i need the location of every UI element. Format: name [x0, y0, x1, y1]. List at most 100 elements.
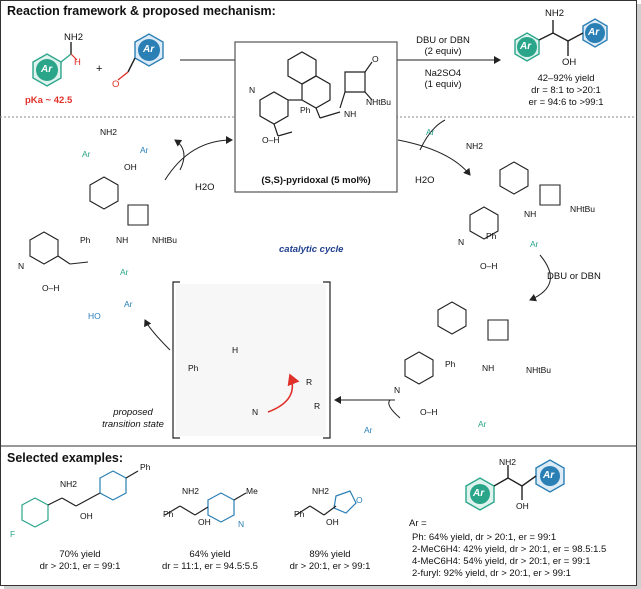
released-nh2: NH2: [100, 127, 118, 137]
imine-nhtbu: NHtBu: [570, 204, 596, 214]
conditions-additive: Na2SO4: [424, 68, 462, 79]
product-nh2: NH2: [545, 8, 565, 19]
entry-nh2: NH2: [466, 141, 484, 151]
ts-r2: R: [314, 401, 321, 411]
ex3-nh2: NH2: [312, 486, 330, 496]
water-right: H2O: [415, 175, 435, 186]
water-left: H2O: [195, 182, 215, 193]
result-dr: dr = 8:1 to >20:1: [531, 85, 601, 96]
plus-sign: +: [96, 63, 103, 75]
ar-row-1: Ph: 64% yield, dr > 20:1, er = 99:1: [412, 532, 557, 543]
transition-state-bracket: [172, 281, 331, 439]
o-label: O: [112, 79, 120, 90]
ex1-yield: 70% yield: [59, 549, 101, 560]
ex2-yield: 64% yield: [189, 549, 231, 560]
catalyst-ph: Ph: [300, 105, 311, 115]
ar-row-2: 2-MeC6H4: 42% yield, dr > 20:1, er = 98.…: [412, 544, 607, 555]
example-2-structure: [164, 492, 247, 523]
anion-ar: Ar: [478, 419, 487, 429]
aldehyde-ar: Ar: [364, 425, 373, 435]
ts-label-line2: transition state: [102, 419, 164, 430]
cycle-arrow-4: [144, 319, 171, 351]
base-label: DBU or DBN: [547, 271, 601, 282]
imine-ph: Ph: [486, 231, 497, 241]
imine-nh: NH: [524, 209, 537, 219]
example-3-structure: [295, 490, 357, 516]
anion-nhtbu: NHtBu: [526, 365, 552, 375]
release-arrow: [174, 139, 185, 171]
ex2-selectivity: dr = 11:1, er = 94.5:5.5: [162, 561, 258, 572]
cycle-arrow-2: [529, 254, 551, 302]
ts-h: H: [232, 345, 239, 355]
ar-label-teal: Ar: [41, 64, 53, 75]
h-label: H: [74, 57, 81, 68]
general-nh2: NH2: [499, 457, 517, 467]
ex1-f: F: [10, 529, 16, 539]
ex2-nh2: NH2: [182, 486, 200, 496]
pka-label: pKa ~ 42.5: [25, 95, 73, 106]
ar-label-blue: Ar: [143, 44, 155, 55]
ar-equals: Ar =: [409, 518, 427, 529]
cycle-arrow-1: [397, 139, 471, 176]
ex2-n: N: [238, 519, 245, 529]
cycle-arrow-5: [164, 136, 233, 181]
anion-nh: NH: [482, 363, 495, 373]
imine-oh-h: O–H: [480, 261, 498, 271]
ex2-oh: OH: [198, 517, 211, 527]
left-n: N: [18, 261, 25, 271]
entry-ar: Ar: [426, 127, 435, 137]
ar-row-4: 2-furyl: 92% yield, dr > 20:1, er > 99:1: [412, 568, 571, 579]
catalyst-name: (S,S)-pyridoxal (5 mol%): [261, 175, 371, 186]
released-ar-1: Ar: [82, 149, 91, 159]
ts-r1: R: [306, 377, 313, 387]
catalyst-oh: O–H: [262, 135, 280, 145]
conditions-base-equiv: (2 equiv): [424, 46, 462, 57]
left-nhtbu: NHtBu: [152, 235, 178, 245]
example-1-structure: [21, 470, 139, 528]
anion-ph: Ph: [445, 359, 456, 369]
left-ar-1: Ar: [120, 267, 129, 277]
product-ar-teal: Ar: [520, 41, 532, 52]
left-nh: NH: [116, 235, 129, 245]
catalytic-cycle-label: catalytic cycle: [279, 244, 344, 255]
left-intermediate-structure: [29, 176, 149, 265]
ex1-oh: OH: [80, 511, 93, 521]
ex3-selectivity: dr > 20:1, er > 99:1: [289, 561, 371, 572]
product-oh: OH: [562, 57, 577, 68]
imine-n: N: [458, 237, 465, 247]
ar-row-3: 4-MeC6H4: 54% yield, dr > 20:1, er = 99:…: [412, 556, 591, 567]
catalyst-o: O: [372, 54, 379, 64]
ex1-ph: Ph: [140, 462, 151, 472]
ar-circle-teal: [36, 59, 58, 81]
conditions-additive-equiv: (1 equiv): [424, 79, 462, 90]
anion-n: N: [394, 385, 401, 395]
left-ar-2: Ar: [124, 299, 133, 309]
ar-circle-blue: [138, 39, 160, 61]
amine-entry-arrow: [419, 119, 446, 151]
ts-n: N: [252, 407, 259, 417]
section-title-framework: Reaction framework & proposed mechanism:: [7, 4, 276, 18]
nh2-label: NH2: [64, 32, 84, 43]
section-title-examples: Selected examples:: [7, 451, 124, 465]
left-ho: HO: [88, 311, 101, 321]
released-ar-2: Ar: [140, 145, 149, 155]
ex1-nh2: NH2: [60, 479, 78, 489]
aldehyde-entry-arrow: [388, 399, 401, 419]
left-ph: Ph: [80, 235, 91, 245]
left-oh-h: O–H: [42, 283, 60, 293]
ts-electron-arrow: [267, 373, 300, 413]
ex3-yield: 89% yield: [309, 549, 351, 560]
ex3-ph: Ph: [294, 509, 305, 519]
anion-intermediate-structure: [404, 301, 509, 385]
ex1-selectivity: dr > 20:1, er = 99:1: [39, 561, 121, 572]
general-oh: OH: [516, 501, 529, 511]
result-er: er = 94:6 to >99:1: [528, 97, 604, 108]
released-oh: OH: [124, 162, 137, 172]
catalyst-nh: NH: [344, 109, 357, 119]
product-ar-blue: Ar: [588, 27, 600, 38]
ex2-me: Me: [246, 486, 258, 496]
conditions-base: DBU or DBN: [416, 35, 470, 46]
